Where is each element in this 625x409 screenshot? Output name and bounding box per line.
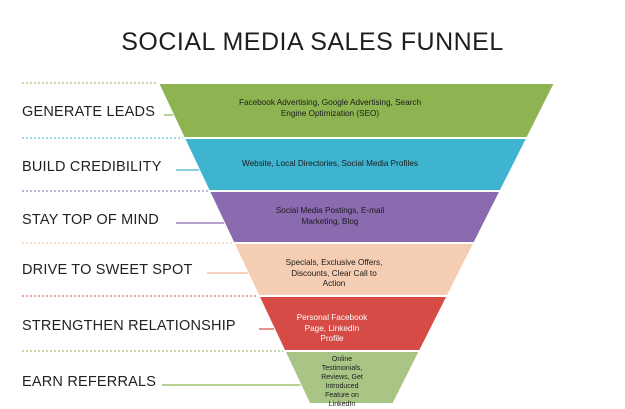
stage-label-earn-referrals: EARN REFERRALS: [22, 374, 157, 390]
stage-label-build-credibility: BUILD CREDIBILITY: [22, 159, 162, 175]
stage-text-generate-leads: Facebook Advertising, Google Advertising…: [238, 98, 422, 118]
stage-text-strengthen-relationship: Personal Facebook Page, LinkedIn Profile: [296, 313, 368, 343]
stage-text-stay-top-of-mind: Social Media Postings, E-mail Marketing,…: [275, 206, 385, 226]
funnel-segment-earn-referrals: [282, 350, 422, 404]
stage-text-earn-referrals: Online Testimonials, Reviews, Get Introd…: [321, 356, 363, 408]
stage-label-drive-to-sweet-spot: DRIVE TO SWEET SPOT: [22, 262, 193, 278]
stage-label-generate-leads: GENERATE LEADS: [22, 104, 156, 120]
stage-text-build-credibility: Website, Local Directories, Social Media…: [242, 159, 418, 168]
stage-label-stay-top-of-mind: STAY TOP OF MIND: [22, 212, 159, 228]
diagram-title: SOCIAL MEDIA SALES FUNNEL: [121, 28, 504, 56]
stage-text-drive-to-sweet-spot: Specials, Exclusive Offers, Discounts, C…: [285, 258, 383, 288]
stage-label-strengthen-relationship: STRENGTHEN RELATIONSHIP: [22, 318, 236, 334]
